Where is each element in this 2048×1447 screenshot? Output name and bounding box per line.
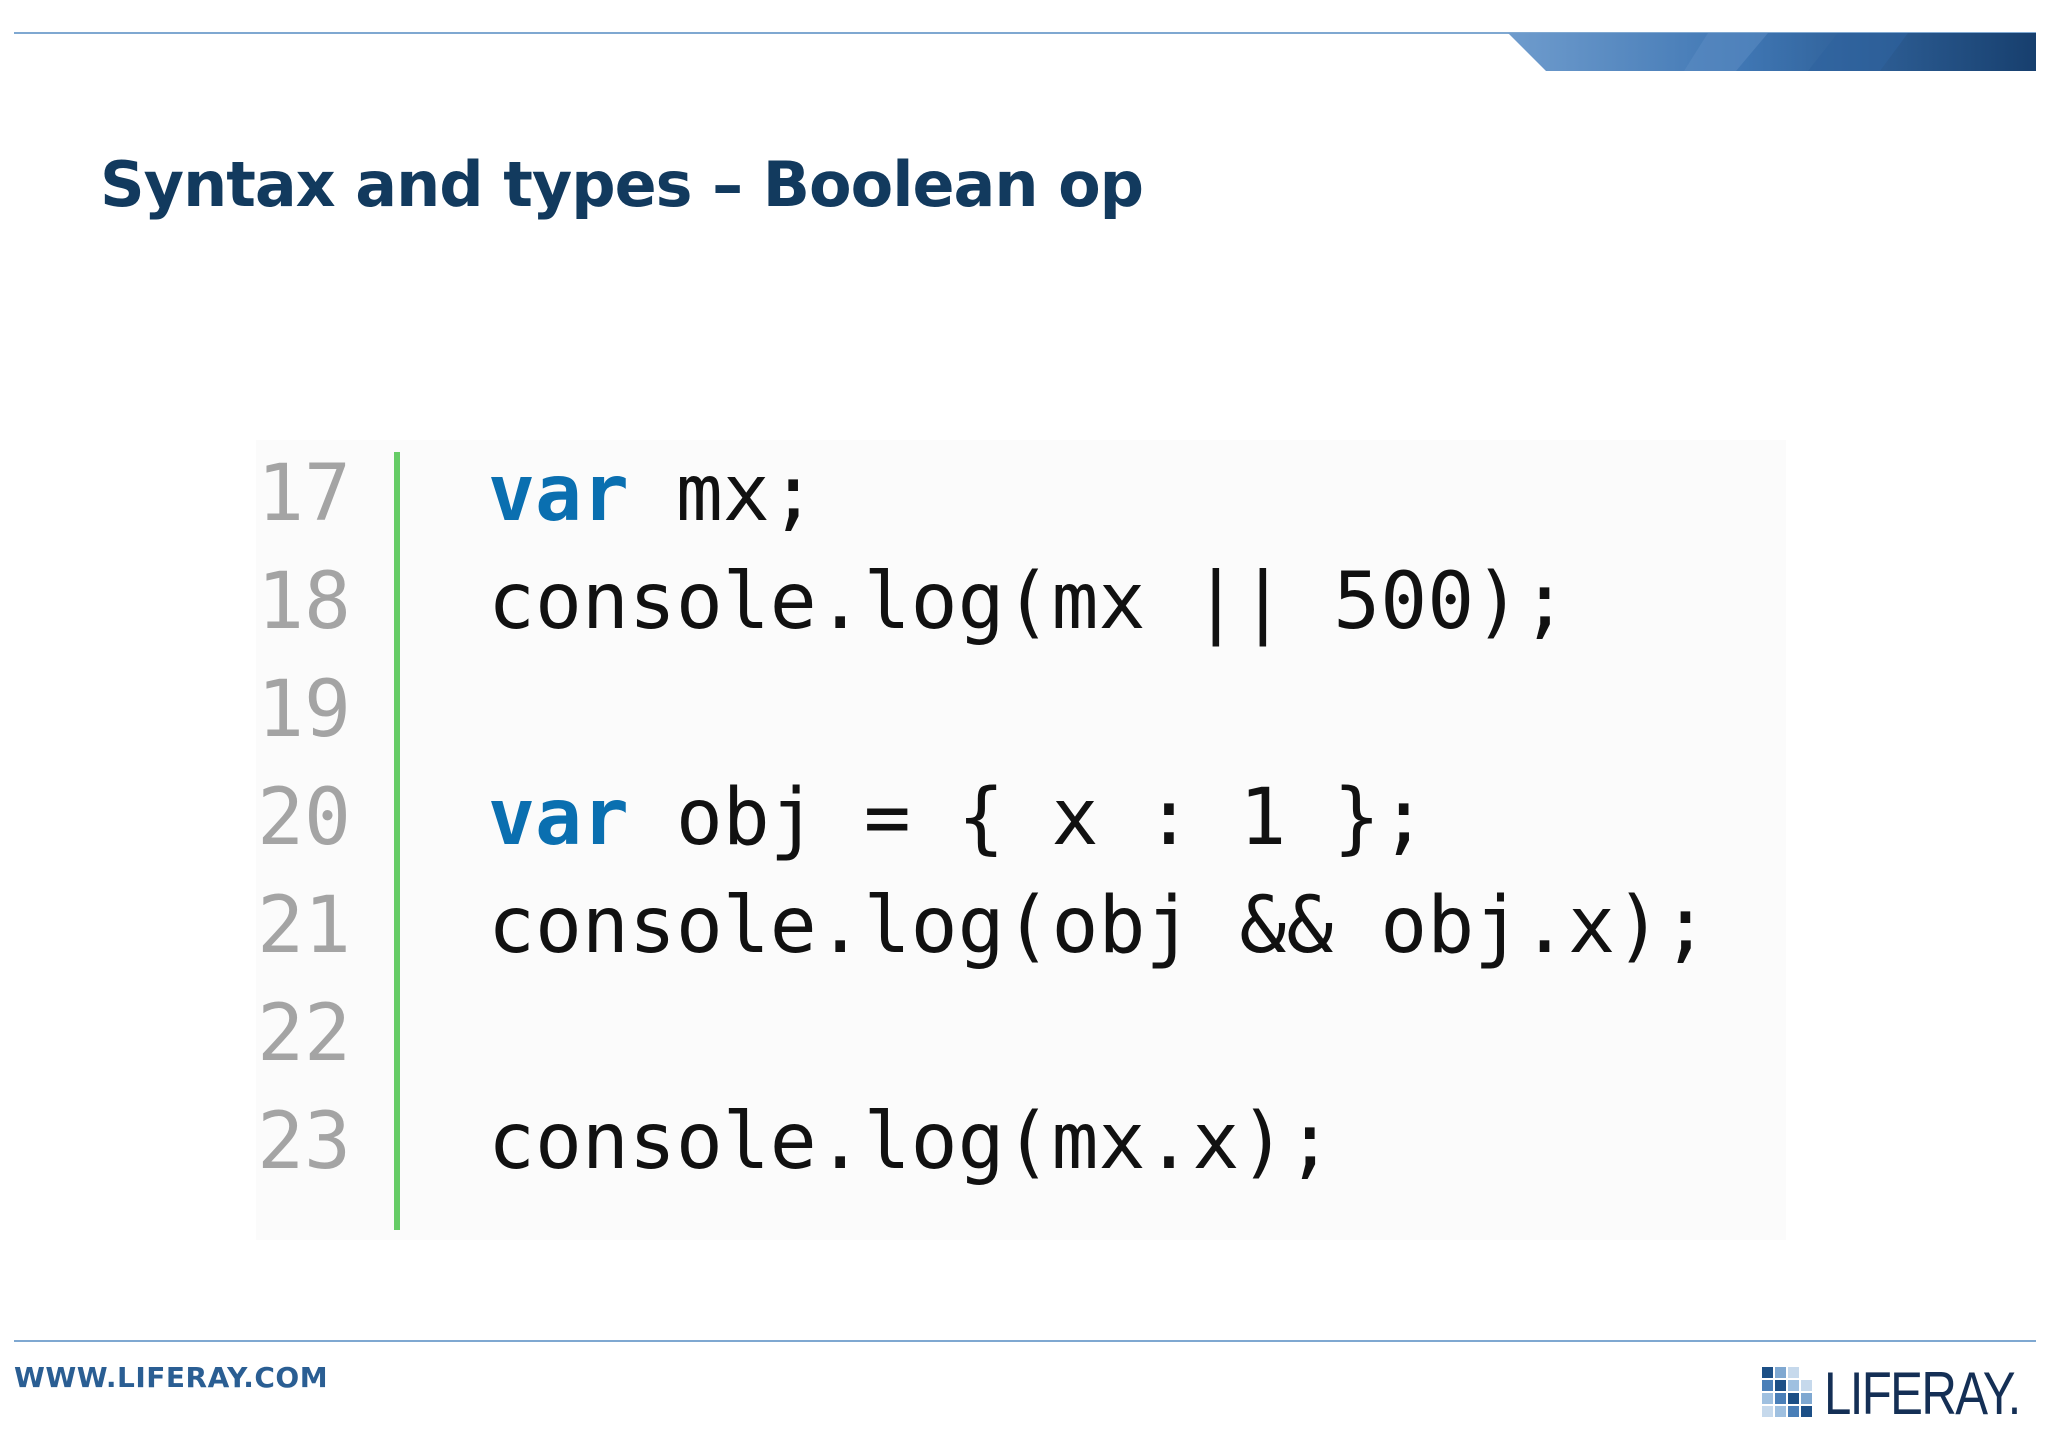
code-text: obj = { x : 1 }; [628, 773, 1428, 863]
keyword: var [488, 773, 629, 863]
footer-url[interactable]: WWW.LIFERAY.COM [14, 1361, 329, 1394]
code-text: console.log(obj && obj.x); [488, 881, 1709, 971]
code-line: console.log(mx.x); [488, 1088, 1333, 1196]
line-number: 19 [257, 665, 351, 755]
line-number: 22 [257, 989, 351, 1079]
code-line: console.log(mx || 500); [488, 548, 1568, 656]
top-rule [14, 32, 2036, 34]
gutter-change-bar [394, 452, 400, 1230]
line-number: 18 [257, 557, 351, 647]
line-number: 23 [257, 1097, 351, 1187]
line-number: 20 [257, 773, 351, 863]
code-line: console.log(obj && obj.x); [488, 872, 1709, 980]
keyword: var [488, 449, 629, 539]
slide-title: Syntax and types – Boolean op [100, 148, 1144, 221]
code-line: var obj = { x : 1 }; [488, 764, 1427, 872]
code-text: console.log(mx.x); [488, 1097, 1334, 1187]
liferay-logo-icon [1760, 1365, 1816, 1421]
line-number: 17 [257, 449, 351, 539]
line-number: 21 [257, 881, 351, 971]
liferay-logo-text: LIFERAY. [1824, 1359, 2021, 1427]
liferay-logo: LIFERAY. [1760, 1360, 2048, 1427]
code-text: mx; [628, 449, 817, 539]
line-number-gutter: 17 18 19 20 21 22 23 [256, 440, 366, 1240]
code-text: console.log(mx || 500); [488, 557, 1569, 647]
code-line: var mx; [488, 440, 817, 548]
bottom-rule [14, 1340, 2036, 1342]
header-accent-band [1508, 33, 2036, 71]
code-snippet: 17 18 19 20 21 22 23 var mx; console.log… [256, 440, 1786, 1240]
